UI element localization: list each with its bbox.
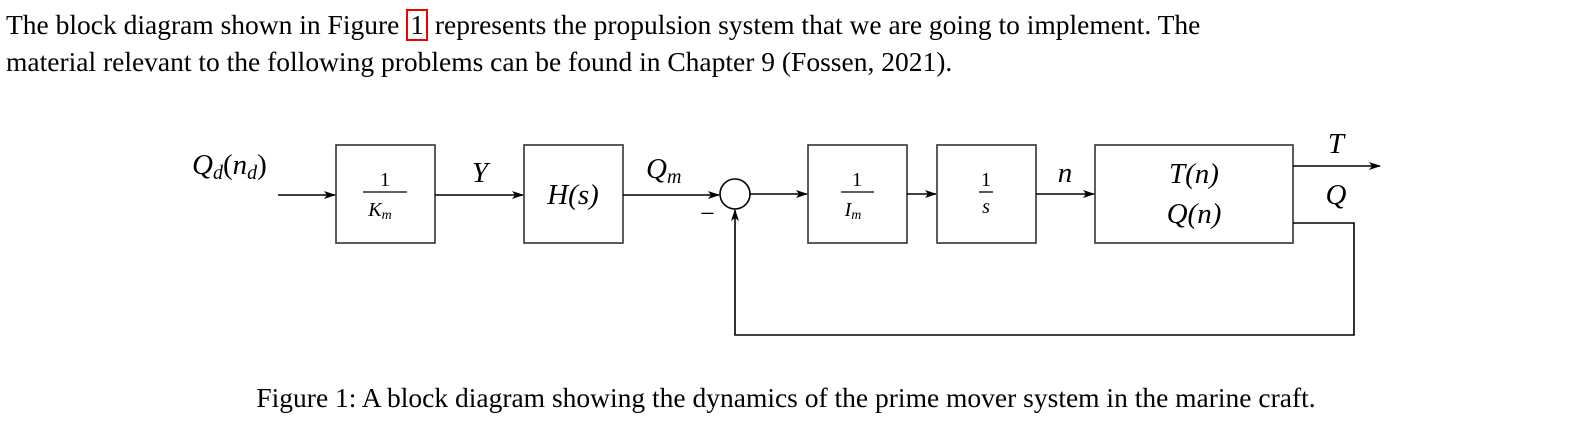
summing-junction: [719, 178, 751, 210]
block-integrator: [936, 144, 1037, 244]
block1-numerator: 1: [380, 169, 390, 191]
block-1-over-im: [807, 144, 908, 244]
signal-qm-label: Qm: [646, 153, 681, 188]
body-paragraph: The block diagram shown in Figure 1 repr…: [6, 6, 1572, 80]
feedback-path-q: [731, 209, 1355, 336]
signal-n-label: n: [1058, 157, 1073, 189]
paragraph-line-2: material relevant to the following probl…: [6, 46, 953, 77]
block2-label: H(s): [546, 179, 599, 211]
block4-denominator: s: [982, 196, 990, 218]
block5-line2: Q(n): [1167, 198, 1222, 230]
minus-sign: −: [700, 199, 715, 228]
output-t-label: T: [1328, 128, 1346, 160]
block1-denominator: Km: [367, 199, 391, 223]
block3-denominator: Im: [844, 199, 862, 223]
paragraph-line-1: The block diagram shown in Figure 1 repr…: [6, 9, 1201, 41]
figure-reference-link[interactable]: 1: [406, 9, 428, 41]
signal-y-label: Y: [472, 157, 491, 189]
block4-numerator: 1: [981, 169, 991, 191]
figure-caption: Figure 1: A block diagram showing the dy…: [256, 382, 1316, 413]
input-label: Qd(nd): [192, 149, 267, 184]
block5-line1: T(n): [1169, 158, 1219, 190]
block-h-of-s: [523, 144, 624, 244]
block-thrust-torque: [1094, 144, 1294, 244]
block3-numerator: 1: [852, 169, 862, 191]
output-q-label: Q: [1326, 179, 1347, 211]
block-1-over-km: [335, 144, 436, 244]
